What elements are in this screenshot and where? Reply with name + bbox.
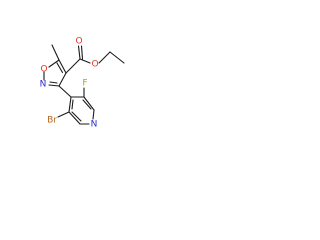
- atom-n-pyridine: N: [91, 120, 98, 130]
- bond-n2-c3-double: [49, 81, 58, 84]
- bond-c3-pyridine: [58, 85, 72, 98]
- bond-py-c4-c3: [68, 96, 72, 113]
- bond-c4-c5-double: [56, 62, 64, 74]
- bond-c5-o1: [48, 59, 60, 68]
- bond-carbonyl-o-ester: [79, 58, 91, 64]
- bond-py-n1-c6: [92, 109, 95, 120]
- isoxazole-ring: [43, 59, 67, 87]
- bond-methyl: [51, 44, 60, 61]
- atom-o-isoxazole: O: [40, 65, 47, 75]
- bond-o-ethyl-ch2: [98, 51, 111, 64]
- bond-py-c6-c5-double: [82, 99, 92, 110]
- bond-carbonyl-o-double-b: [80, 45, 84, 60]
- atom-bromine: Br: [47, 116, 57, 126]
- bond-c4-c5: [58, 59, 67, 74]
- atom-n-isoxazole: N: [40, 80, 47, 90]
- bond-c3-c4: [58, 72, 67, 87]
- atom-o-ester: O: [91, 60, 98, 70]
- bond-n2-c3: [48, 84, 60, 87]
- bond-py-c4-c3-double: [71, 99, 74, 110]
- bond-py-c3-c2: [68, 111, 81, 125]
- pyridine-ring: [58, 85, 95, 125]
- bond-c4-carbonyl: [65, 58, 81, 74]
- bond-py-c6-c5: [83, 96, 95, 111]
- atom-fluorine: F: [82, 79, 87, 89]
- bond-py-c3-c2-double: [71, 111, 82, 122]
- bond-carbonyl-o-double-a: [77, 45, 81, 60]
- bond-c3-bromine: [57, 111, 70, 118]
- chemical-structure-drawing: O N O O F Br N: [40, 37, 125, 130]
- atom-o-carbonyl: O: [75, 37, 82, 47]
- bond-ethyl-ch2-ch3: [109, 51, 125, 64]
- ethyl-ester-group: [65, 45, 125, 74]
